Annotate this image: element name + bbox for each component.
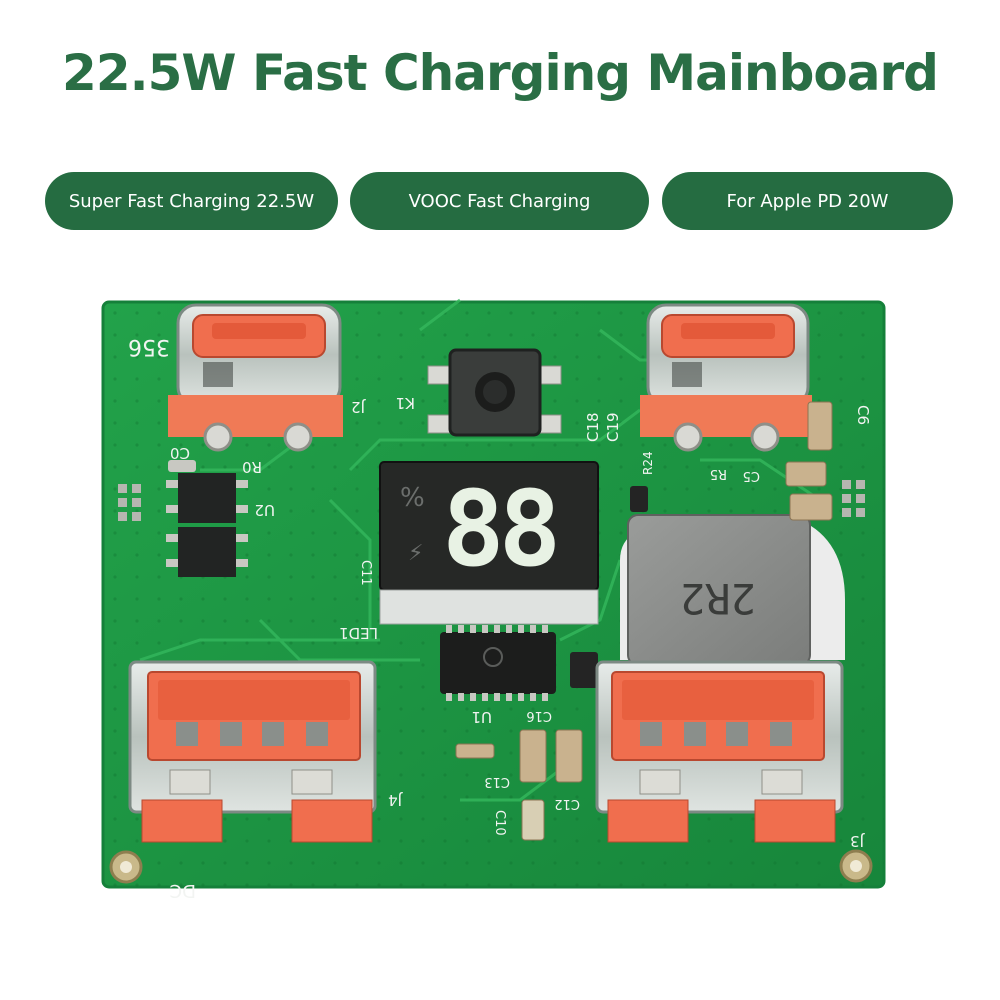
tactile-button: [427, 348, 562, 437]
silk-c5: C5: [743, 468, 760, 483]
power-inductor: 2R2: [620, 514, 845, 666]
controller-ic: [440, 625, 556, 701]
silkscreen-labels: 356 K1 J2 C0 R0 U2 C18 C19 R24 R5 C5 C6 …: [128, 334, 872, 901]
silk-j4: J4: [388, 791, 403, 809]
display-digits: 88: [442, 468, 556, 590]
silk-r24: R24: [641, 451, 655, 475]
silk-j3: J3: [850, 832, 865, 850]
lightning-icon: ⚡: [408, 541, 423, 566]
silk-c11-top: C11: [358, 560, 373, 586]
silk-r0: R0: [242, 458, 262, 476]
silk-led1: LED1: [339, 624, 378, 642]
silk-corner: 356: [128, 334, 170, 359]
silk-u1: U1: [471, 708, 492, 726]
silk-c18: C18: [584, 412, 602, 442]
display-percent: %: [400, 483, 425, 513]
silk-k1: K1: [396, 394, 415, 412]
page-title: 22.5W Fast Charging Mainboard: [62, 44, 939, 102]
silk-c12: C12: [554, 796, 580, 811]
feature-pills: Super Fast Charging 22.5W VOOC Fast Char…: [0, 172, 1000, 232]
silk-dc: DC: [170, 880, 196, 901]
feature-pill-fast-charging: Super Fast Charging 22.5W: [45, 172, 338, 230]
silk-c19: C19: [604, 412, 622, 442]
capacitors: [168, 401, 833, 841]
feature-pill-vooc: VOOC Fast Charging: [350, 172, 649, 230]
silk-u2: U2: [254, 501, 275, 519]
silk-c16: C16: [526, 708, 552, 723]
silk-c6: C6: [854, 405, 872, 425]
usb-c-port-right: [640, 303, 812, 452]
feature-pill-apple-pd: For Apple PD 20W: [662, 172, 953, 230]
usb-a-port-right: [595, 660, 844, 843]
inductor-label: 2R2: [680, 574, 756, 623]
silk-j2: J2: [351, 398, 366, 416]
mosfet-chips: [166, 473, 248, 577]
silk-c13: C13: [484, 774, 510, 789]
silk-c0: C0: [170, 444, 190, 462]
silk-r5: R5: [710, 466, 727, 481]
silk-c10: C10: [492, 810, 507, 836]
usb-c-port-left: [168, 303, 343, 452]
usb-a-port-left: [128, 660, 377, 843]
led-display: % ⚡ 88: [379, 461, 599, 625]
